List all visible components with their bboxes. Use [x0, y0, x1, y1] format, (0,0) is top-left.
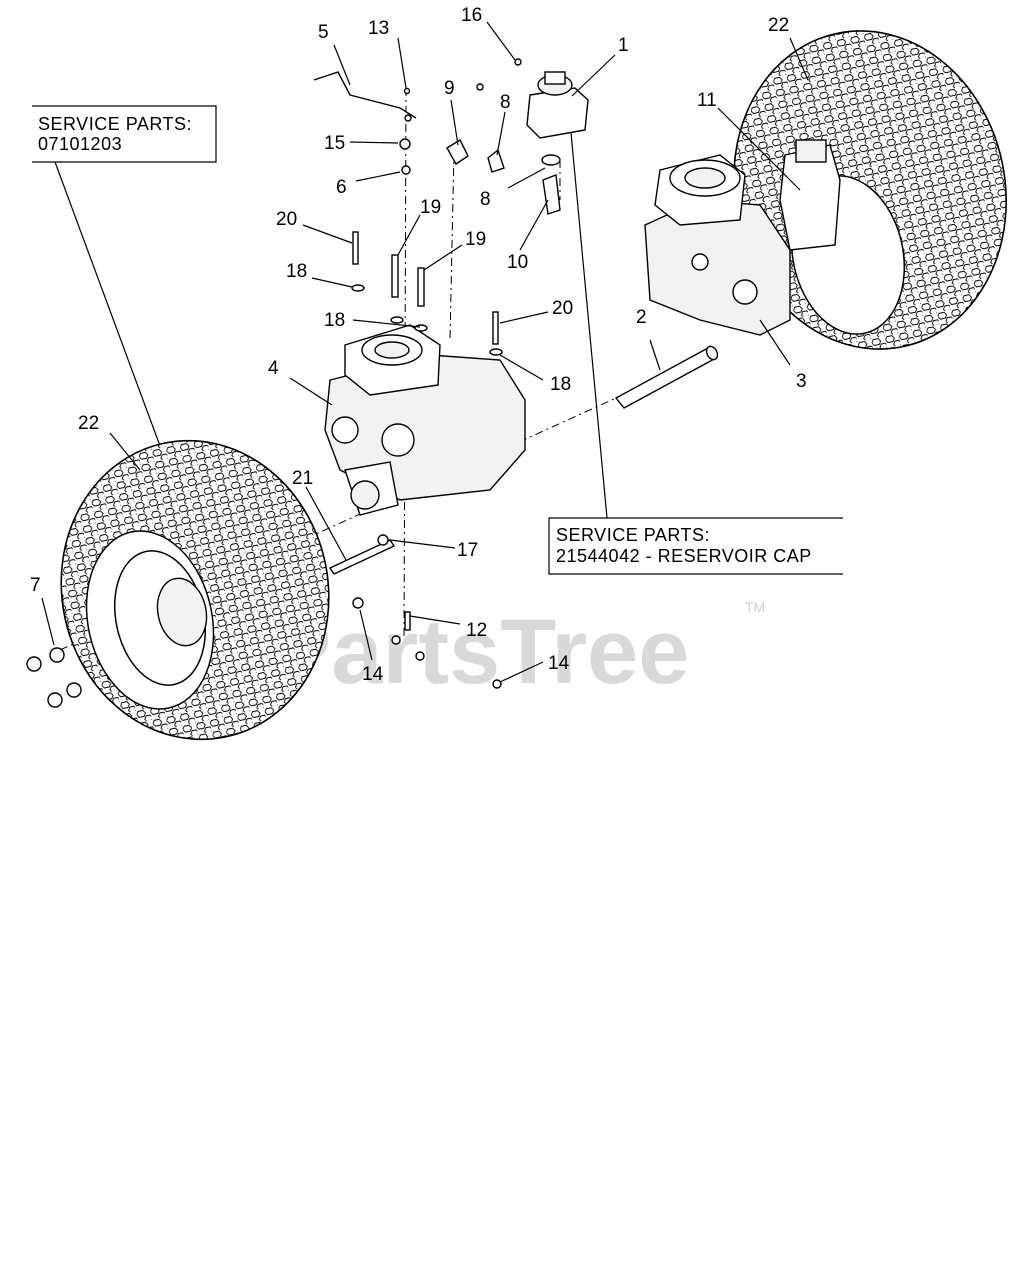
- callout-19b: 19: [465, 229, 486, 250]
- watermark-trademark: TM: [745, 599, 765, 615]
- callout-14a: 14: [362, 664, 384, 685]
- callout-10: 10: [507, 252, 528, 273]
- callout-9: 9: [444, 78, 455, 99]
- callout-4: 4: [268, 358, 279, 379]
- callout-12: 12: [466, 620, 487, 641]
- service-parts-left-line1: SERVICE PARTS:: [38, 114, 192, 134]
- watermark-text: PartsTree: [270, 601, 689, 703]
- callout-16: 16: [461, 5, 482, 26]
- service-parts-left-line2: 07101203: [38, 134, 122, 154]
- callout-8a: 8: [500, 92, 511, 113]
- hardware-parts: [313, 58, 561, 689]
- callout-20a: 20: [276, 209, 297, 230]
- service-parts-box-right: SERVICE PARTS: 21544042 - RESERVOIR CAP: [548, 121, 843, 575]
- service-parts-right-line1: SERVICE PARTS:: [556, 525, 710, 545]
- leader-service-right: [569, 121, 608, 519]
- callout-5: 5: [318, 22, 329, 43]
- left-wheel-tire: [60, 439, 330, 741]
- callout-7: 7: [30, 575, 41, 596]
- callout-15: 15: [324, 133, 345, 154]
- bypass-rod: [313, 71, 417, 119]
- callout-3: 3: [796, 371, 807, 392]
- watermark: PartsTree TM: [270, 599, 765, 703]
- callout-18c: 18: [550, 374, 571, 395]
- callout-22b: 22: [768, 15, 789, 36]
- callout-17: 17: [457, 540, 478, 561]
- reservoir: [526, 71, 589, 139]
- callout-1: 1: [618, 35, 629, 56]
- callout-13: 13: [368, 18, 389, 39]
- lug-nuts: [26, 647, 82, 708]
- service-parts-right-line2: 21544042 - RESERVOIR CAP: [556, 546, 812, 566]
- callout-14b: 14: [548, 653, 570, 674]
- axle-shaft: [614, 345, 719, 409]
- left-transaxle: [324, 324, 526, 516]
- callout-8b: 8: [480, 189, 491, 210]
- callout-18a: 18: [286, 261, 307, 282]
- leader-lines: [41, 21, 809, 683]
- right-transaxle: [644, 139, 841, 336]
- callout-20b: 20: [552, 298, 573, 319]
- callout-21: 21: [292, 468, 313, 489]
- callout-22a: 22: [78, 413, 99, 434]
- callout-11: 11: [697, 90, 717, 111]
- callout-18b: 18: [324, 310, 345, 331]
- callout-19a: 19: [420, 197, 441, 218]
- callout-6: 6: [336, 177, 347, 198]
- callout-2: 2: [636, 307, 647, 328]
- callout-labels: 1 2 3 4 5 6 7 8 8 9 10 11 12 13 14 14 15…: [30, 5, 807, 685]
